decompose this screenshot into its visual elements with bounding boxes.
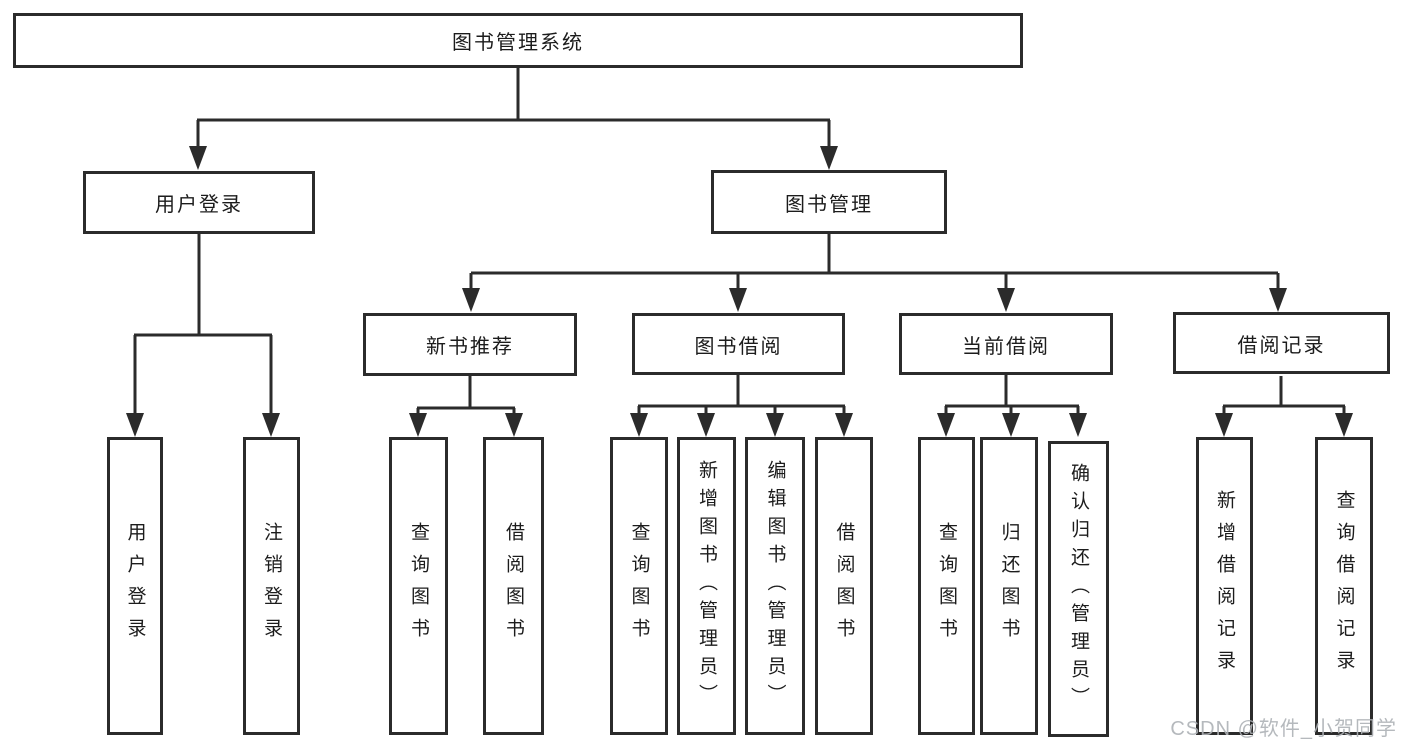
- node-book-borrowing: 图书借阅: [632, 313, 845, 375]
- leaf-edit-book-admin: 编辑图书（管理员）: [745, 437, 805, 735]
- leaf-add-book-admin: 新增图书（管理员）: [677, 437, 736, 735]
- leaf-borrow-books-recommend: 借阅图书: [483, 437, 544, 735]
- leaf-query-books-current: 查询图书: [918, 437, 975, 735]
- leaf-query-borrow-record: 查询借阅记录: [1315, 437, 1373, 735]
- watermark-text: CSDN @软件_小贺同学: [1170, 718, 1397, 740]
- leaf-add-borrow-record: 新增借阅记录: [1196, 437, 1253, 735]
- node-borrowing-records: 借阅记录: [1173, 312, 1390, 374]
- leaf-borrow-books-borrowing: 借阅图书: [815, 437, 873, 735]
- node-current-borrowing: 当前借阅: [899, 313, 1113, 375]
- leaf-user-login: 用户登录: [107, 437, 163, 735]
- node-root: 图书管理系统: [13, 13, 1023, 68]
- node-book-management: 图书管理: [711, 170, 947, 234]
- node-new-book-recommend: 新书推荐: [363, 313, 577, 376]
- node-user-login: 用户登录: [83, 171, 315, 234]
- leaf-query-books-borrowing: 查询图书: [610, 437, 668, 735]
- leaf-query-books-recommend: 查询图书: [389, 437, 448, 735]
- leaf-return-books: 归还图书: [980, 437, 1038, 735]
- leaf-logout: 注销登录: [243, 437, 300, 735]
- leaf-confirm-return-admin: 确认归还（管理员）: [1048, 441, 1109, 737]
